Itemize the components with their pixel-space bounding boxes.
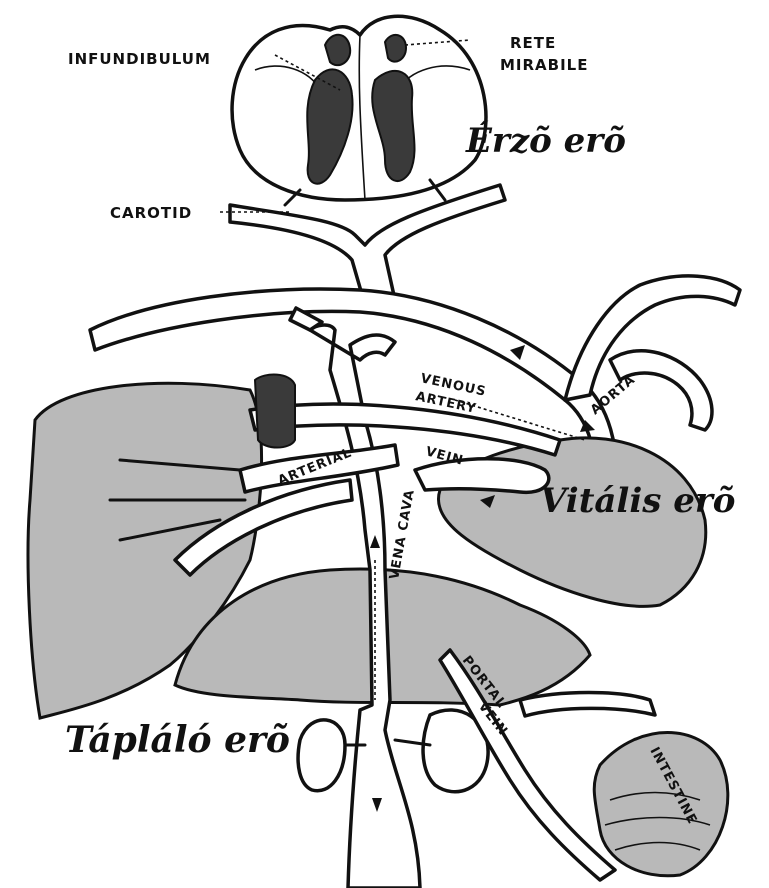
label-sensitive-faculty: Érzõ erõ: [465, 120, 626, 161]
label-rete: RETE: [510, 34, 556, 52]
label-carotid: CAROTID: [110, 204, 192, 222]
label-vital-faculty: Vitális erõ: [540, 481, 735, 521]
label-vena-cava: VENA CAVA: [387, 488, 418, 581]
label-nutritive-faculty: Tápláló erõ: [65, 719, 290, 761]
brain: [232, 16, 486, 200]
label-mirabile: MIRABILE: [500, 56, 589, 74]
label-infundibulum: INFUNDIBULUM: [68, 50, 211, 68]
